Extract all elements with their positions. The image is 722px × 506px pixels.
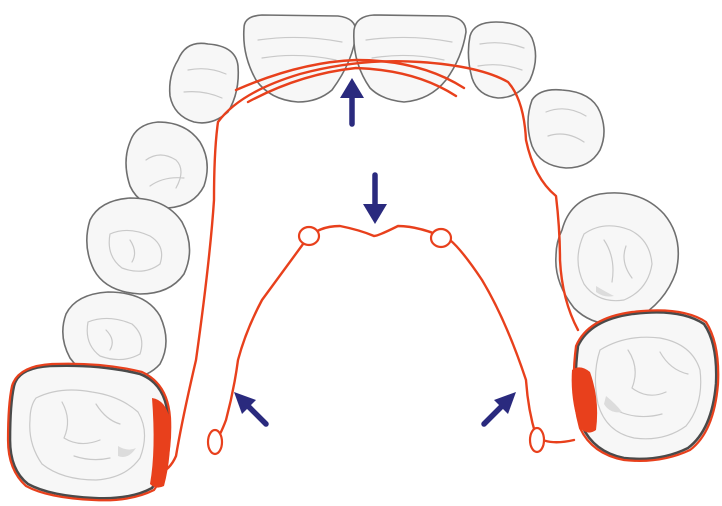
arrow-down-palate (363, 175, 387, 224)
loop-bottom-right (208, 430, 222, 454)
arrow-diagonal-left (484, 392, 516, 424)
arrow-diagonal-right (234, 392, 266, 424)
upper-dental-arch (10, 15, 716, 498)
lateral-incisor-left (468, 22, 535, 98)
first-molar-left-banded (576, 312, 717, 459)
labial-bow-wire (158, 61, 578, 474)
loop-bottom-left (530, 428, 544, 452)
canine-right (126, 122, 207, 208)
force-arrows (234, 78, 516, 424)
canine-left (528, 90, 604, 168)
loop-top-right (299, 227, 319, 245)
central-incisor-left (354, 15, 466, 102)
first-premolar-right (87, 198, 190, 294)
palatal-wire (214, 226, 574, 444)
arrow-up-incisors (340, 78, 364, 124)
premolar-left (556, 193, 678, 324)
first-molar-right-banded (10, 366, 168, 499)
loop-top-left (431, 229, 451, 247)
